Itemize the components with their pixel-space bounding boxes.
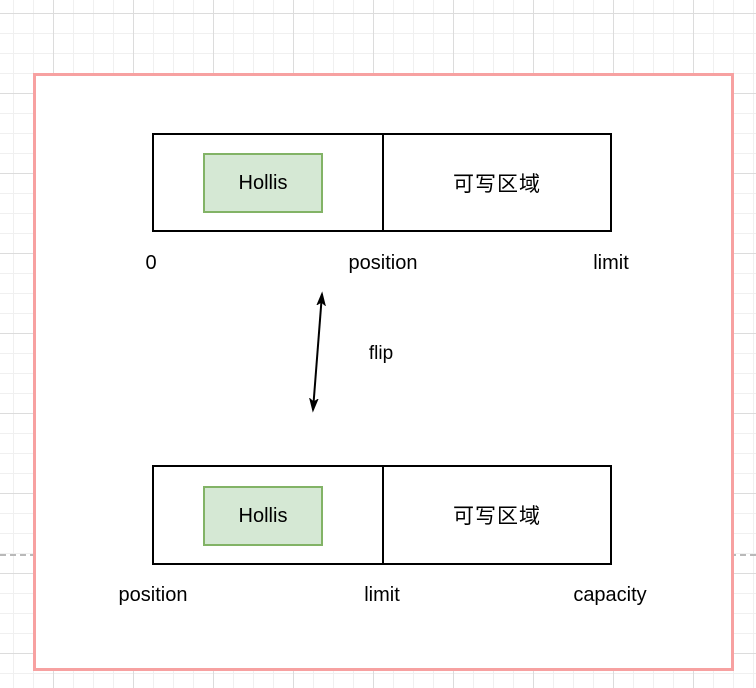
flip-edge-label[interactable]: flip [368,343,394,364]
buffer-bottom-data-label: Hollis [238,504,288,527]
buffer-bottom-writable-segment[interactable]: 可写区域 [382,467,610,563]
buffer-top-read-segment[interactable]: Hollis [154,135,382,230]
buffer-top-data-box[interactable]: Hollis [203,153,323,213]
buffer-top-writable-segment[interactable]: 可写区域 [382,135,610,230]
marker-top-zero[interactable]: 0 [145,252,157,274]
marker-top-position[interactable]: position [348,252,418,274]
buffer-top[interactable]: Hollis 可写区域 [152,133,612,232]
buffer-bottom-read-segment[interactable]: Hollis [154,467,382,563]
buffer-bottom-data-box[interactable]: Hollis [203,486,323,546]
marker-bottom-capacity[interactable]: capacity [573,584,647,606]
marker-bottom-limit[interactable]: limit [364,584,400,606]
buffer-top-data-label: Hollis [238,171,288,194]
buffer-top-writable-label: 可写区域 [453,172,541,196]
flip-arrow-icon[interactable] [295,286,335,418]
buffer-bottom[interactable]: Hollis 可写区域 [152,465,612,565]
marker-bottom-position[interactable]: position [118,584,188,606]
marker-top-limit[interactable]: limit [593,252,629,274]
buffer-bottom-writable-label: 可写区域 [453,505,541,528]
